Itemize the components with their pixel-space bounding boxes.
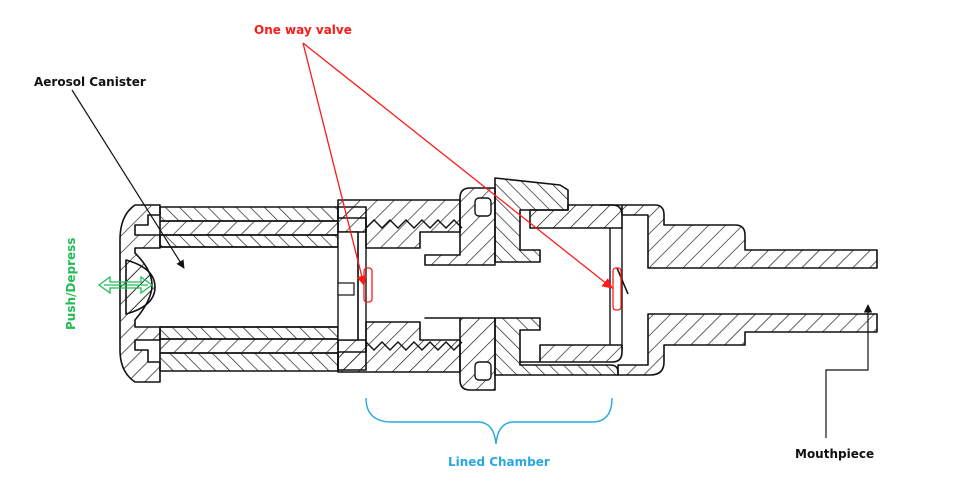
label-mouthpiece: Mouthpiece xyxy=(795,447,874,461)
push-depress-arrow-icon xyxy=(97,275,154,295)
label-aerosol-canister: Aerosol Canister xyxy=(34,75,146,89)
mouthpiece-upper xyxy=(599,204,878,269)
label-lined-chamber: Lined Chamber xyxy=(448,455,550,469)
valve-flap xyxy=(616,267,629,295)
lined-chamber-brace xyxy=(365,397,613,445)
mouthpiece-lower xyxy=(617,313,878,376)
dome-button xyxy=(125,259,156,315)
valve-pointer-2 xyxy=(302,42,613,289)
canister-sleeve-upper xyxy=(159,206,339,248)
valve-housing xyxy=(337,206,367,371)
mouthpiece-pointer xyxy=(825,304,873,438)
label-one-way-valve: One way valve xyxy=(254,23,352,37)
valve-highlight-2 xyxy=(612,267,622,311)
label-push-depress: Push/Depress xyxy=(64,238,78,330)
chamber-coupling-upper xyxy=(424,177,569,266)
chamber-coupling-lower xyxy=(424,317,619,391)
canister-pointer xyxy=(71,89,185,269)
canister-sleeve-lower xyxy=(159,326,339,372)
valve-pointer-1 xyxy=(302,42,367,287)
valve-highlight-1 xyxy=(363,267,373,303)
